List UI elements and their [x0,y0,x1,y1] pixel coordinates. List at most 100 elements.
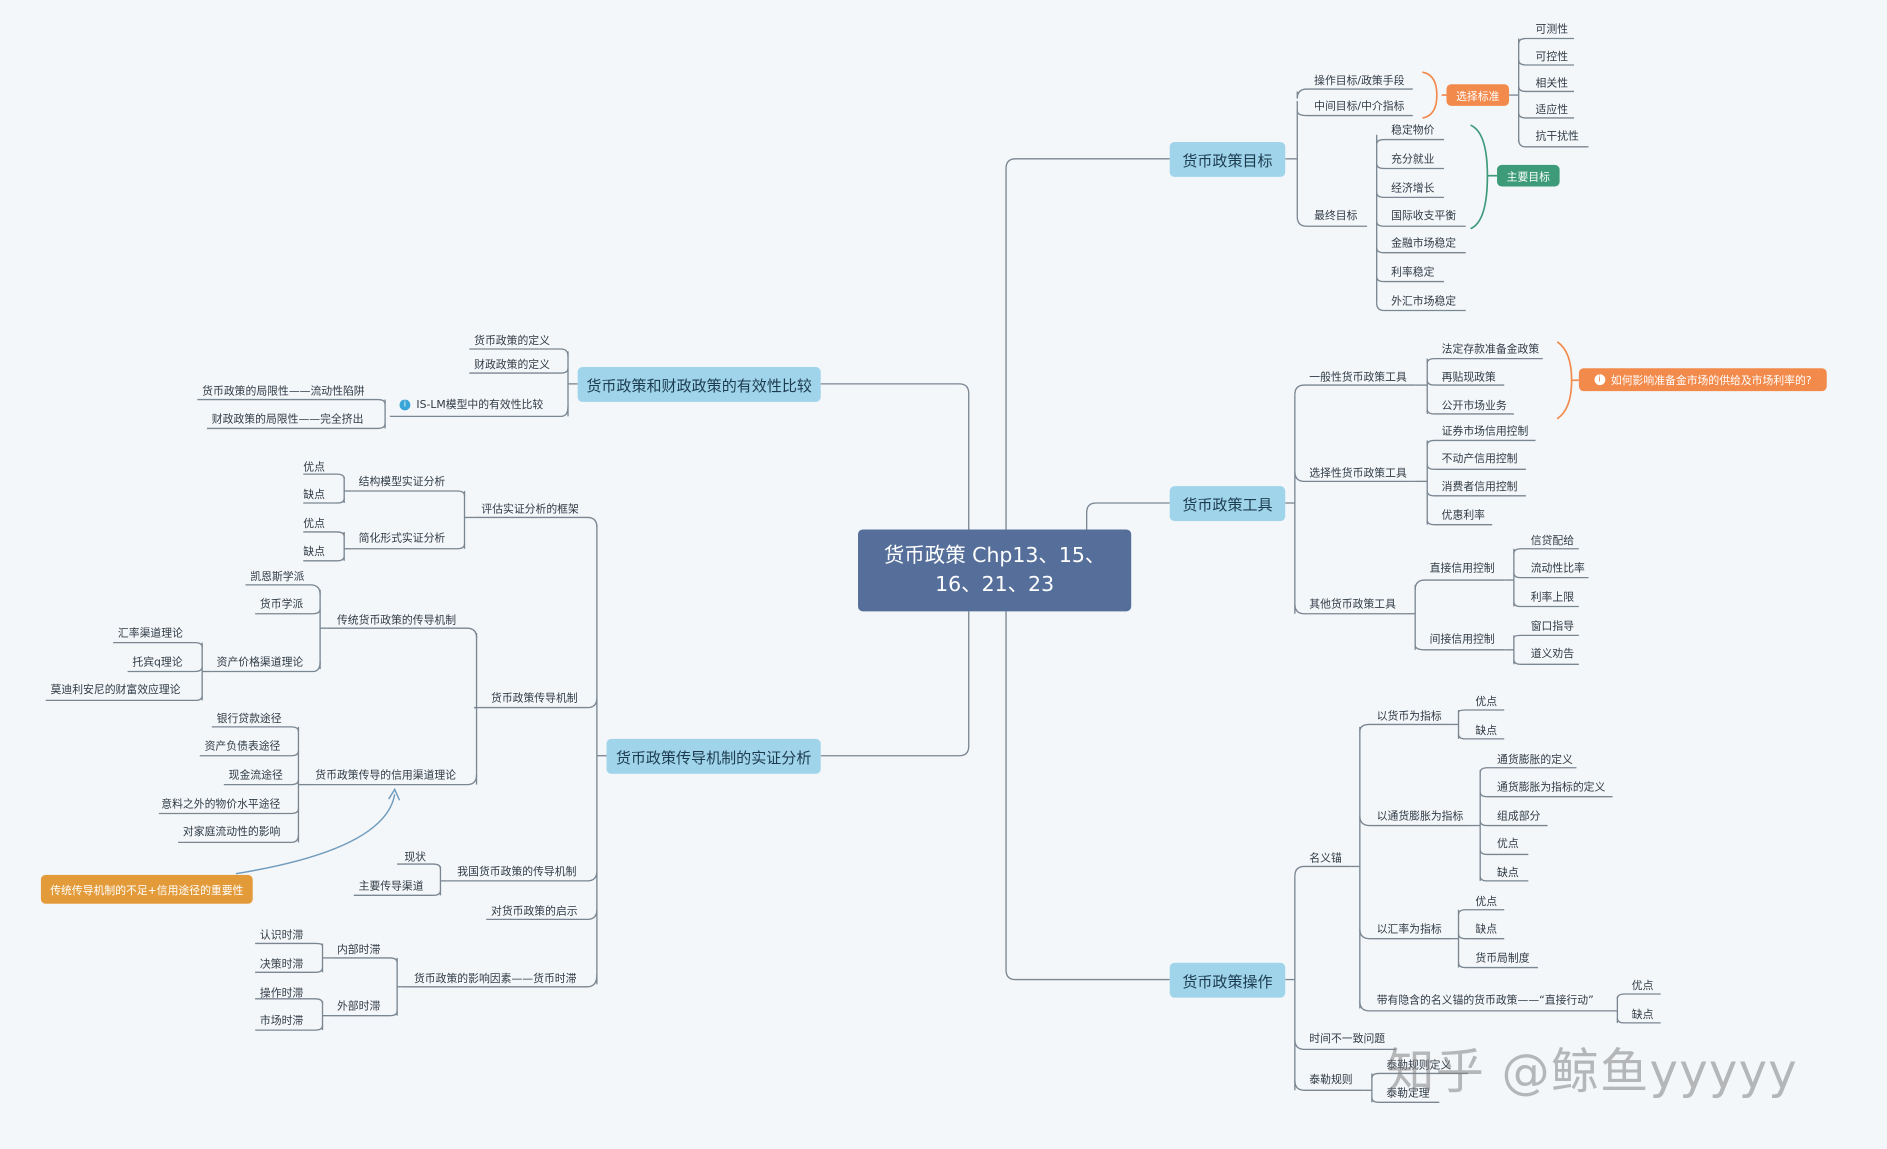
node-indirect-credit-control[interactable]: 间接信用控制 [1429,634,1495,647]
central-topic[interactable]: 货币政策 Chp13、15、16、21、23 [858,529,1132,612]
node-asset-price-channel[interactable]: 资产价格渠道理论 [216,657,304,670]
node-unanticipated-price[interactable]: 意料之外的物价水平途径 [161,799,281,812]
node-moral-suasion[interactable]: 道义劝告 [1530,648,1575,661]
node-monetary-policy-definition[interactable]: 货币政策的定义 [474,335,550,348]
node-final-fx-stability[interactable]: 外汇市场稳定 [1391,296,1457,309]
node-criterion-adaptable[interactable]: 适应性 [1535,104,1569,117]
node-final-target[interactable]: 最终目标 [1314,210,1358,223]
node-money-pros[interactable]: 优点 [1475,696,1498,709]
callout-main-goal[interactable]: 主要目标 [1497,164,1560,187]
node-reduced-form[interactable]: 简化形式实证分析 [358,533,446,546]
callout-selection-criteria[interactable]: 选择标准 [1446,84,1510,106]
node-intermediate-target[interactable]: 中间目标/中介指标 [1314,101,1405,114]
node-criterion-measurable[interactable]: 可测性 [1535,24,1569,37]
node-securities-credit[interactable]: 证券市场信用控制 [1441,426,1529,439]
node-structural-cons[interactable]: 缺点 [303,489,325,502]
node-tobin-q[interactable]: 托宾q理论 [132,657,183,670]
node-time-inconsistency[interactable]: 时间不一致问题 [1309,1033,1386,1046]
node-implicit-anchor[interactable]: 带有隐含的名义锚的货币政策——“直接行动” [1376,995,1594,1008]
node-final-rate-stability[interactable]: 利率稳定 [1391,267,1435,280]
node-criterion-controllable[interactable]: 可控性 [1535,51,1569,64]
node-implicit-cons[interactable]: 缺点 [1631,1009,1654,1022]
node-nominal-anchor[interactable]: 名义锚 [1309,853,1342,866]
node-wealth-effect[interactable]: 莫迪利安尼的财富效应理论 [50,684,181,697]
node-fiscal-policy-definition[interactable]: 财政政策的定义 [474,359,550,372]
node-rediscount[interactable]: 再贴现政策 [1441,371,1496,384]
node-reserve-requirement[interactable]: 法定存款准备金政策 [1441,344,1540,357]
node-final-full-employment[interactable]: 充分就业 [1391,154,1435,167]
node-keynesian[interactable]: 凯恩斯学派 [250,571,305,584]
node-implicit-pros[interactable]: 优点 [1631,980,1654,993]
node-structural-pros[interactable]: 优点 [303,462,325,475]
node-transmission-mechanism[interactable]: 货币政策传导机制 [490,693,578,706]
node-final-bop-balance[interactable]: 国际收支平衡 [1391,210,1457,223]
node-bank-lending[interactable]: 银行贷款途径 [216,713,282,726]
node-direct-credit-control[interactable]: 直接信用控制 [1429,563,1495,576]
node-rate-ceiling[interactable]: 利率上限 [1530,592,1575,605]
node-recognition-lag[interactable]: 认识时滞 [259,930,304,943]
node-currency-board[interactable]: 货币局制度 [1475,953,1530,966]
branch-policy-tools[interactable]: 货币政策工具 [1169,486,1286,522]
node-fx-pros[interactable]: 优点 [1475,896,1498,909]
node-criterion-relevant[interactable]: 相关性 [1535,78,1569,91]
node-policy-insight[interactable]: 对货币政策的启示 [490,906,578,919]
node-crowding-out[interactable]: 财政政策的局限性——完全挤出 [211,413,364,427]
node-final-financial-stability[interactable]: 金融市场稳定 [1391,238,1457,251]
branch-policy-comparison[interactable]: 货币政策和财政政策的有效性比较 [577,367,821,402]
node-real-estate-credit[interactable]: 不动产信用控制 [1441,453,1518,466]
node-outer-lag[interactable]: 外部时滞 [336,1001,381,1014]
node-inflation-pros[interactable]: 优点 [1497,838,1519,851]
node-operating-target[interactable]: 操作目标/政策手段 [1314,75,1405,88]
node-preferential-rate[interactable]: 优惠利率 [1441,510,1486,523]
node-taylor-rule[interactable]: 泰勒规则 [1309,1074,1353,1087]
node-liquidity-ratio[interactable]: 流动性比率 [1530,563,1585,576]
node-inflation-components[interactable]: 组成部分 [1497,811,1541,824]
node-taylor-rule-definition[interactable]: 泰勒规则定义 [1386,1060,1452,1073]
node-taylor-theorem[interactable]: 泰勒定理 [1386,1087,1430,1100]
branch-policy-goal[interactable]: 货币政策目标 [1169,142,1286,177]
node-market-lag[interactable]: 市场时滞 [259,1015,304,1028]
node-reduced-cons[interactable]: 缺点 [303,546,325,559]
node-liquidity-trap[interactable]: 货币政策的局限性——流动性陷阱 [202,386,365,399]
node-inflation-cons[interactable]: 缺点 [1497,867,1519,880]
node-china-mechanism[interactable]: 我国货币政策的传导机制 [457,866,577,879]
node-credit-channel[interactable]: 货币政策传导的信用渠道理论 [315,770,457,783]
node-inner-lag[interactable]: 内部时滞 [336,944,381,957]
node-general-tools[interactable]: 一般性货币政策工具 [1309,371,1407,384]
node-inflation-target[interactable]: 以通货膨胀为指标 [1376,811,1464,824]
node-structural-model[interactable]: 结构模型实证分析 [358,476,446,489]
node-inflation-target-definition[interactable]: 通货膨胀为指标的定义 [1497,782,1606,795]
node-monetarist[interactable]: 货币学派 [259,599,304,612]
node-consumer-credit[interactable]: 消费者信用控制 [1441,481,1518,494]
node-window-guidance[interactable]: 窗口指导 [1530,620,1575,633]
node-traditional-mechanism[interactable]: 传统货币政策的传导机制 [336,614,457,627]
node-final-stable-prices[interactable]: 稳定物价 [1391,125,1435,138]
node-evaluation-framework[interactable]: 评估实证分析的框架 [481,504,579,517]
node-money-target[interactable]: 以货币为指标 [1376,711,1442,724]
node-cash-flow[interactable]: 现金流途径 [228,770,283,783]
node-operation-lag[interactable]: 操作时滞 [259,987,304,1001]
node-decision-lag[interactable]: 决策时滞 [259,959,304,972]
node-money-cons[interactable]: 缺点 [1475,725,1498,738]
node-final-growth[interactable]: 经济增长 [1391,182,1435,195]
callout-credit-importance[interactable]: 传统传导机制的不足+信用途径的重要性 [40,874,253,904]
node-china-channels[interactable]: 主要传导渠道 [358,880,424,893]
node-credit-rationing[interactable]: 信贷配给 [1530,535,1575,548]
node-criterion-anti-interference[interactable]: 抗干扰性 [1535,131,1579,144]
node-selective-tools[interactable]: 选择性货币政策工具 [1309,468,1407,481]
node-fx-cons[interactable]: 缺点 [1475,924,1498,937]
node-open-market[interactable]: 公开市场业务 [1441,400,1507,413]
branch-policy-operations[interactable]: 货币政策操作 [1169,962,1286,998]
node-inflation-definition[interactable]: 通货膨胀的定义 [1497,754,1573,767]
node-household-liquidity[interactable]: 对家庭流动性的影响 [182,826,281,839]
node-reduced-pros[interactable]: 优点 [303,518,325,531]
node-other-tools[interactable]: 其他货币政策工具 [1309,599,1396,612]
node-policy-lag[interactable]: 货币政策的影响因素——货币时滞 [413,973,577,986]
node-exchange-rate-channel[interactable]: 汇率渠道理论 [117,628,183,641]
branch-transmission-analysis[interactable]: 货币政策传导机制的实证分析 [606,738,821,774]
node-china-status[interactable]: 现状 [404,852,427,865]
node-balance-sheet[interactable]: 资产负债表途径 [204,741,281,754]
node-fx-target[interactable]: 以汇率为指标 [1376,924,1442,937]
